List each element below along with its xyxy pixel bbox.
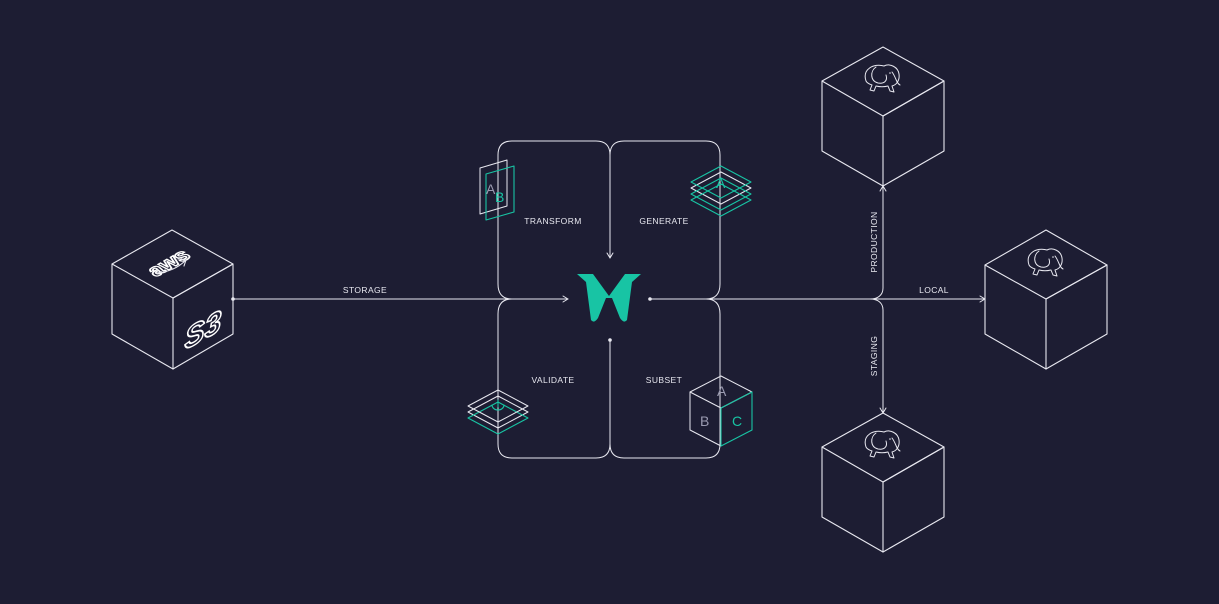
operations-frame [497,140,721,459]
power-layers-icon [467,389,529,435]
postgres-elephant-icon [864,430,901,459]
storage-label: STORAGE [343,285,387,295]
svg-text:C: C [732,413,742,429]
ab-layers-icon: A B [479,159,515,221]
generate-label: GENERATE [639,216,688,226]
logo-mark: M [577,274,641,322]
local-db-cube [984,229,1108,370]
stacked-layers-icon: A [690,165,752,217]
staging-connector: STAGING [869,298,887,414]
production-db-cube [821,46,945,187]
aws-badge: aws [139,246,197,279]
storage-connector: STORAGE [231,285,569,303]
svg-text:A: A [717,383,727,399]
svg-text:B: B [495,189,504,205]
transform-label: TRANSFORM [524,216,581,226]
svg-text:A: A [716,175,726,191]
postgres-elephant-icon [1027,248,1064,277]
production-label: PRODUCTION [869,211,879,272]
staging-db-cube [821,412,945,553]
aws-s3-cube: aws S3 [111,229,234,370]
staging-label: STAGING [869,336,879,376]
local-label: LOCAL [919,285,949,295]
subset-label: SUBSET [646,375,682,385]
postgres-elephant-icon [864,64,901,93]
svg-text:A: A [486,181,496,197]
abc-cube-icon: A B C [689,375,753,447]
svg-text:B: B [700,413,709,429]
output-connector: LOCAL [648,285,986,303]
s3-label: S3 [185,303,222,357]
validate-label: VALIDATE [531,375,574,385]
production-connector: PRODUCTION [869,185,887,300]
